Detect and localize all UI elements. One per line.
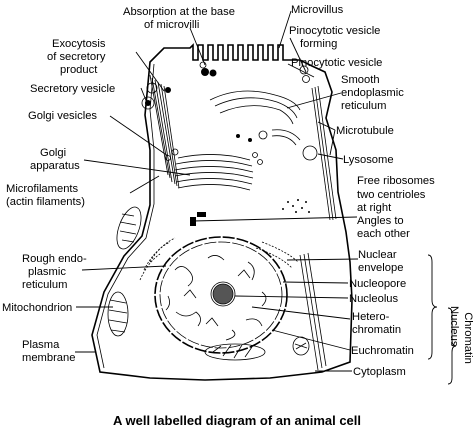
label-heterochromatin-line2: chromatin bbox=[352, 324, 401, 336]
label-exocytosis-line3: product bbox=[60, 64, 98, 76]
label-rough-er-line2: plasmic bbox=[28, 266, 66, 278]
label-pinocytotic-forming-line2: forming bbox=[300, 38, 337, 50]
label-plasma-membrane-line1: Plasma bbox=[22, 339, 60, 351]
label-euchromatin: Euchromatin bbox=[351, 345, 414, 357]
cell-outline bbox=[91, 43, 353, 381]
label-rough-er-line3: reticulum bbox=[22, 279, 67, 291]
free-ribosomes bbox=[282, 199, 310, 213]
label-mitochondrion: Mitochondrion bbox=[2, 302, 72, 314]
leader-lines bbox=[76, 10, 359, 372]
label-free-ribosomes: Free ribosomes bbox=[357, 175, 435, 187]
microtubules bbox=[299, 85, 337, 371]
label-golgi-vesicles: Golgi vesicles bbox=[28, 110, 97, 122]
diagram-caption: A well labelled diagram of an animal cel… bbox=[113, 413, 361, 428]
label-smooth-er-line1: Smooth bbox=[341, 74, 380, 86]
label-exocytosis-line1: Exocytosis bbox=[52, 38, 106, 50]
label-pinocytotic-forming-line1: Pinocytotic vesicle bbox=[289, 25, 380, 37]
label-microfilaments-line1: Microfilaments bbox=[6, 183, 79, 195]
golgi-apparatus bbox=[165, 148, 263, 191]
label-smooth-er-line2: endoplasmic bbox=[341, 87, 404, 99]
brackets bbox=[427, 254, 457, 385]
label-pinocytotic-vesicle: Pinocytotic vesicle bbox=[291, 57, 382, 69]
label-cytoplasm: Cytoplasm bbox=[353, 366, 406, 378]
label-centrioles-line4: each other bbox=[357, 228, 410, 240]
label-nucleopore: Nucleopore bbox=[349, 278, 406, 290]
label-absorption-line2: of microvilli bbox=[144, 19, 199, 31]
label-golgi-apparatus-line2: apparatus bbox=[30, 160, 80, 172]
label-nucleus-bracket: Nucleus bbox=[448, 306, 460, 347]
label-centrioles-line1: two centrioles bbox=[357, 189, 426, 201]
label-heterochromatin-line1: Hetero- bbox=[352, 311, 390, 323]
lysosomes bbox=[236, 130, 318, 161]
label-golgi-apparatus-line1: Golgi bbox=[40, 147, 66, 159]
label-microvillus: Microvillus bbox=[291, 4, 344, 16]
label-centrioles-line3: Angles to bbox=[357, 215, 404, 227]
label-microtubule: Microtubule bbox=[336, 125, 394, 137]
label-smooth-er-line3: reticulum bbox=[341, 100, 386, 112]
microfilaments bbox=[149, 74, 180, 189]
label-rough-er-line1: Rough endo- bbox=[22, 253, 87, 265]
label-lysosome: Lysosome bbox=[343, 154, 394, 166]
label-chromatin-bracket: Chromatin bbox=[462, 312, 474, 364]
label-nuclear-envelope-line1: Nuclear bbox=[358, 249, 397, 261]
secretory-vesicles bbox=[141, 82, 171, 110]
smooth-er bbox=[209, 90, 301, 146]
label-exocytosis-line2: of secretory bbox=[47, 51, 106, 63]
label-secretory-vesicle: Secretory vesicle bbox=[30, 83, 115, 95]
label-plasma-membrane-line2: membrane bbox=[22, 352, 75, 364]
centrioles bbox=[190, 212, 206, 226]
label-nuclear-envelope-line2: envelope bbox=[358, 262, 403, 274]
label-absorption-line1: Absorption at the base bbox=[123, 6, 235, 18]
mitochondria bbox=[107, 206, 310, 361]
label-microfilaments-line2: (actin filaments) bbox=[6, 196, 85, 208]
nucleus bbox=[154, 236, 288, 354]
label-nucleolus: Nucleolus bbox=[349, 293, 399, 305]
label-centrioles-line2: at right bbox=[357, 202, 392, 214]
rough-er bbox=[139, 237, 299, 281]
